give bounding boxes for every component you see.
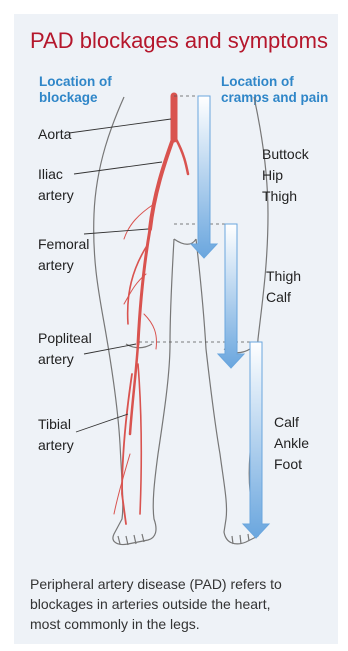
leader-aorta: [69, 119, 171, 133]
legs-outline: [94, 97, 268, 545]
inner-left-leg: [174, 239, 196, 244]
iliac-artery-right: [176, 139, 188, 174]
leader-popliteal: [84, 344, 136, 354]
label-popliteal-artery: Popliteal artery: [38, 328, 92, 370]
caption: Peripheral artery disease (PAD) refers t…: [30, 574, 330, 634]
label-pain-zone-middle: Thigh Calf: [266, 266, 301, 308]
leader-tibial: [76, 414, 128, 432]
label-pain-zone-upper: Buttock Hip Thigh: [262, 144, 309, 207]
label-tibial-artery: Tibial artery: [38, 414, 74, 456]
arteries: [114, 96, 188, 524]
iliac-artery: [150, 139, 173, 229]
label-pain-zone-lower: Calf Ankle Foot: [274, 412, 309, 475]
tibial-artery: [122, 374, 132, 524]
pain-arrows: [191, 96, 269, 538]
leader-iliac: [74, 162, 162, 174]
femoral-artery: [138, 229, 150, 344]
left-leg-outline: [94, 97, 174, 545]
label-femoral-artery: Femoral artery: [38, 234, 89, 276]
small-branches: [114, 204, 157, 514]
popliteal-artery: [130, 344, 138, 434]
arrow-thigh-calf: [218, 224, 244, 368]
arrow-buttock-hip-thigh: [191, 96, 217, 258]
infographic-card: PAD blockages and symptoms Location of b…: [14, 14, 338, 644]
label-aorta: Aorta: [38, 124, 71, 145]
toes-right: [232, 534, 249, 544]
label-iliac-artery: Iliac artery: [38, 164, 74, 206]
arrow-calf-ankle-foot: [243, 342, 269, 538]
tibial-artery-2: [138, 364, 141, 514]
